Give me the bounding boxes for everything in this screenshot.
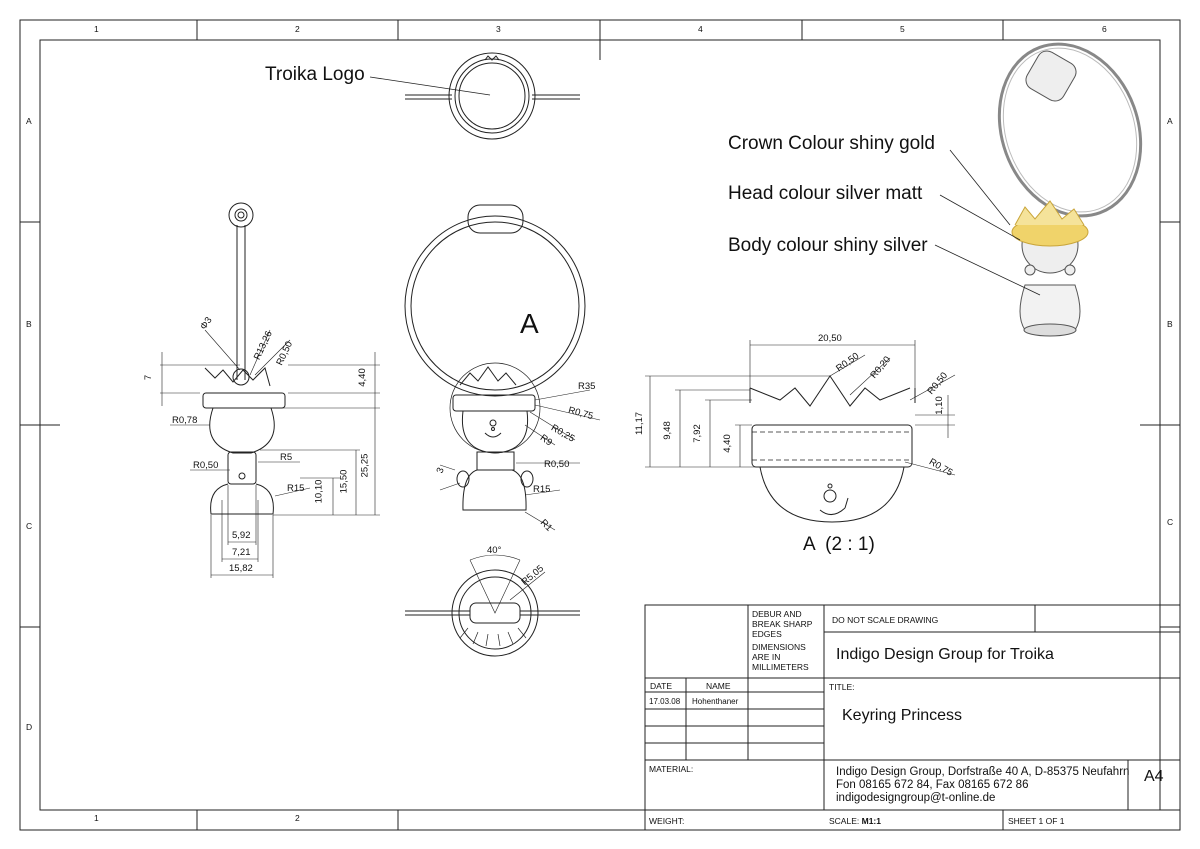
sheet-size: A4 — [1144, 768, 1164, 785]
dim-label: 5,92 — [232, 530, 251, 541]
zone-row-b: B — [26, 319, 32, 329]
date-value: 17.03.08 — [649, 697, 681, 706]
dim-label: R0,50 — [193, 460, 219, 471]
zone-col-1: 1 — [94, 24, 99, 34]
callout-body: Body colour shiny silver — [728, 235, 928, 256]
company-phone: Fon 08165 672 84, Fax 08165 672 86 — [836, 779, 1029, 791]
detail-view-label: A (2 : 1) — [803, 534, 875, 555]
zone-row-b-right: B — [1167, 319, 1173, 329]
dim-label: 40° — [487, 545, 502, 556]
dim-label: 4,40 — [721, 434, 733, 453]
dim-label: 25,25 — [359, 453, 371, 478]
dim-label: 11,17 — [634, 411, 646, 436]
dim-label: 20,50 — [818, 333, 842, 344]
title-block-frame — [644, 604, 1181, 831]
dim-label: 7 — [143, 374, 155, 381]
dim-label: 7,92 — [691, 424, 703, 443]
side-view — [160, 202, 380, 578]
company-title: Indigo Design Group for Troika — [836, 646, 1054, 663]
callout-logo: Troika Logo — [265, 64, 365, 85]
scale-label-text: SCALE: — [829, 816, 860, 826]
scale-value: M1:1 — [861, 816, 881, 826]
top-view — [369, 52, 580, 140]
dim-label: 15,82 — [229, 563, 253, 574]
drawing-title: Keyring Princess — [842, 707, 963, 724]
dim-label: 7,21 — [232, 547, 251, 558]
front-view — [404, 204, 601, 531]
dim-label: R15 — [287, 483, 305, 494]
zone-col-2: 2 — [295, 24, 300, 34]
dim-label: R0,78 — [172, 415, 198, 426]
name-value: Hohenthaner — [692, 697, 739, 706]
title-label: TITLE: — [829, 682, 855, 692]
weight-label: WEIGHT: — [649, 816, 685, 826]
material-label: MATERIAL: — [649, 764, 694, 774]
view-label-a: A — [520, 308, 539, 339]
zone-col-3: 3 — [496, 24, 501, 34]
bottom-view — [405, 554, 580, 657]
zone-col-4: 4 — [698, 24, 703, 34]
company-address: Indigo Design Group, Dorfstraße 40 A, D-… — [836, 766, 1130, 778]
zone-row-a: A — [26, 116, 32, 126]
zone-col-6: 6 — [1102, 24, 1107, 34]
dim-label: 9,48 — [661, 421, 673, 440]
dim-label: R0,50 — [544, 459, 570, 470]
zone-row-c-right: C — [1167, 517, 1174, 527]
sheet-number: SHEET 1 OF 1 — [1008, 816, 1065, 826]
company-email: indigodesigngroup@t-online.de — [836, 792, 996, 804]
do-not-scale-note: DO NOT SCALE DRAWING — [832, 615, 939, 625]
dim-label: 4,40 — [356, 368, 368, 387]
zone-row-c: C — [26, 521, 33, 531]
zone-col-1-bottom: 1 — [94, 813, 99, 823]
dim-label: R5 — [280, 452, 293, 463]
dim-label: 10,10 — [313, 479, 325, 504]
callout-crown: Crown Colour shiny gold — [728, 133, 935, 154]
isometric-render — [997, 42, 1143, 337]
zone-col-2-bottom: 2 — [295, 813, 300, 823]
date-label: DATE — [650, 681, 673, 691]
dim-label: 15,50 — [338, 469, 350, 494]
dim-label: R15 — [533, 484, 551, 495]
zone-col-5: 5 — [900, 24, 905, 34]
dim-label: R35 — [578, 381, 596, 392]
zone-row-a-right: A — [1167, 116, 1173, 126]
scale-label: SCALE: M1:1 — [829, 816, 881, 826]
name-label: NAME — [706, 681, 731, 691]
debur-note: DEBUR AND BREAK SHARP EDGES — [752, 609, 813, 639]
callout-head: Head colour silver matt — [728, 183, 923, 204]
dim-label: 1,10 — [933, 396, 945, 415]
dimensions-note: DIMENSIONS ARE IN MILLIMETERS — [752, 642, 809, 672]
zone-row-d: D — [26, 722, 33, 732]
detail-view — [645, 340, 956, 523]
